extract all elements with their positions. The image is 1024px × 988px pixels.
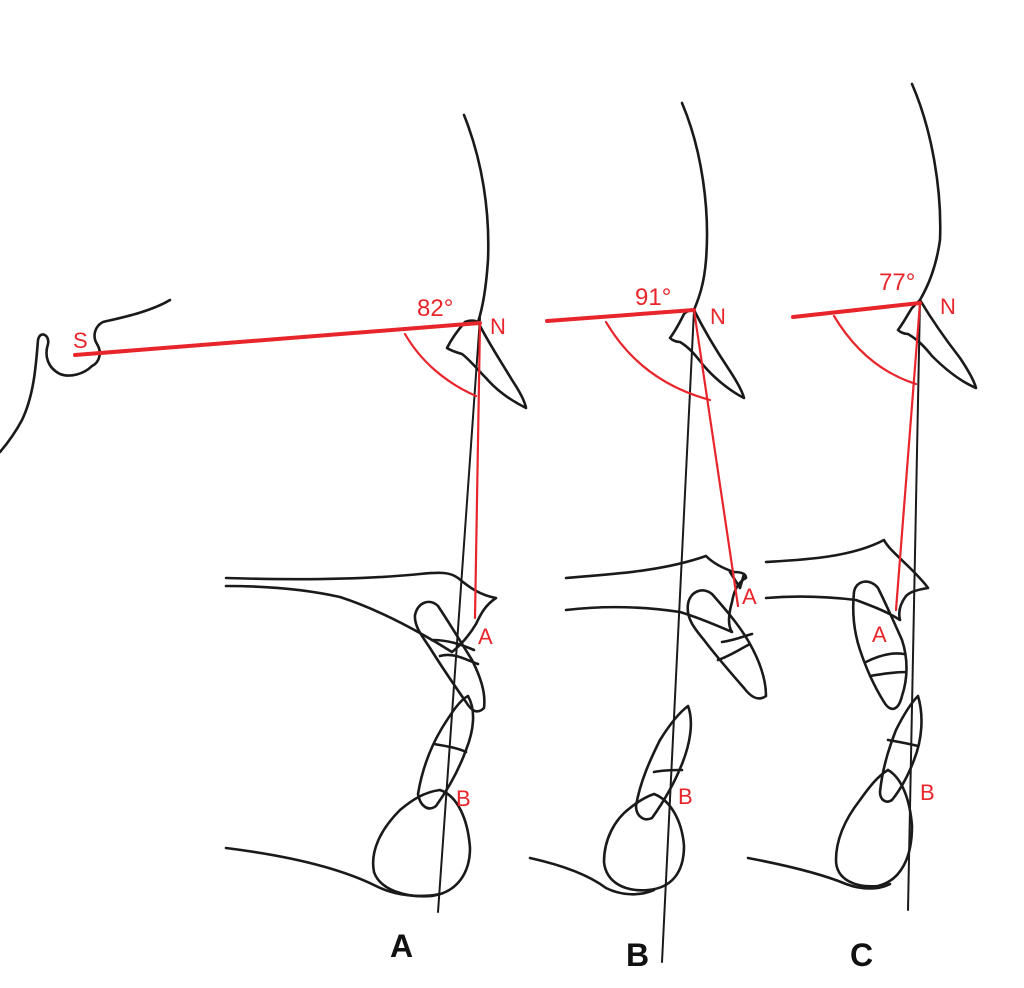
reference-line-c	[907, 299, 921, 911]
landmark-point-a-b: A	[742, 584, 757, 609]
angle-label-a: 82°	[417, 295, 453, 322]
palate-b	[564, 554, 748, 634]
facial-profile-b	[680, 101, 709, 312]
lower-incisor-b	[634, 704, 693, 821]
mandible-border-b	[528, 856, 656, 896]
upper-incisor-c	[851, 580, 908, 711]
palate-a	[224, 571, 498, 654]
landmark-point-a-c: A	[872, 622, 887, 647]
symphysis-b	[602, 792, 686, 892]
panel-label-a: A	[390, 928, 413, 964]
angle-arc-c	[832, 314, 918, 386]
na-line-b	[692, 308, 740, 608]
sn-line-a	[73, 321, 482, 357]
sn-line-c	[791, 301, 922, 319]
facial-profile-c	[910, 82, 942, 302]
symphysis-c	[834, 768, 914, 888]
landmark-n-b: N	[710, 304, 726, 329]
na-line-c	[894, 301, 922, 612]
nasal-bone-c	[896, 298, 978, 390]
angle-label-c: 77°	[879, 269, 915, 296]
sn-line-b	[545, 308, 696, 323]
landmark-s: S	[73, 328, 88, 353]
nasal-bone-b	[668, 308, 746, 400]
landmark-n-c: N	[940, 294, 956, 319]
lower-incisor-a	[416, 694, 475, 810]
facial-profile-a	[462, 113, 490, 324]
panel-b: 91° N A B B	[528, 101, 768, 973]
na-line-a	[473, 321, 482, 620]
panel-label-b: B	[626, 937, 649, 973]
palate-c	[764, 538, 930, 622]
lower-incisor-c	[878, 694, 923, 803]
landmark-point-a-a: A	[478, 624, 493, 649]
angle-label-b: 91°	[635, 284, 671, 311]
mandible-border-c	[746, 856, 892, 890]
landmark-point-b-a: B	[456, 786, 471, 811]
reference-line-b	[661, 309, 695, 963]
upper-incisor-a	[413, 600, 486, 713]
panel-label-c: C	[850, 937, 873, 973]
angle-arc-b	[604, 320, 712, 402]
nasal-bone-a	[445, 319, 528, 410]
angle-arc-a	[403, 332, 478, 398]
landmark-point-b-c: B	[920, 780, 935, 805]
landmark-n-a: N	[490, 314, 506, 339]
upper-incisor-b	[686, 589, 768, 700]
panel-a: 82° S N A B A	[0, 113, 528, 964]
mandible-border-a	[224, 846, 442, 898]
panel-c: 77° N A B C	[746, 82, 978, 973]
reference-line-a	[437, 317, 481, 913]
landmark-point-b-b: B	[678, 784, 693, 809]
sella-turcica-outline	[0, 298, 172, 454]
